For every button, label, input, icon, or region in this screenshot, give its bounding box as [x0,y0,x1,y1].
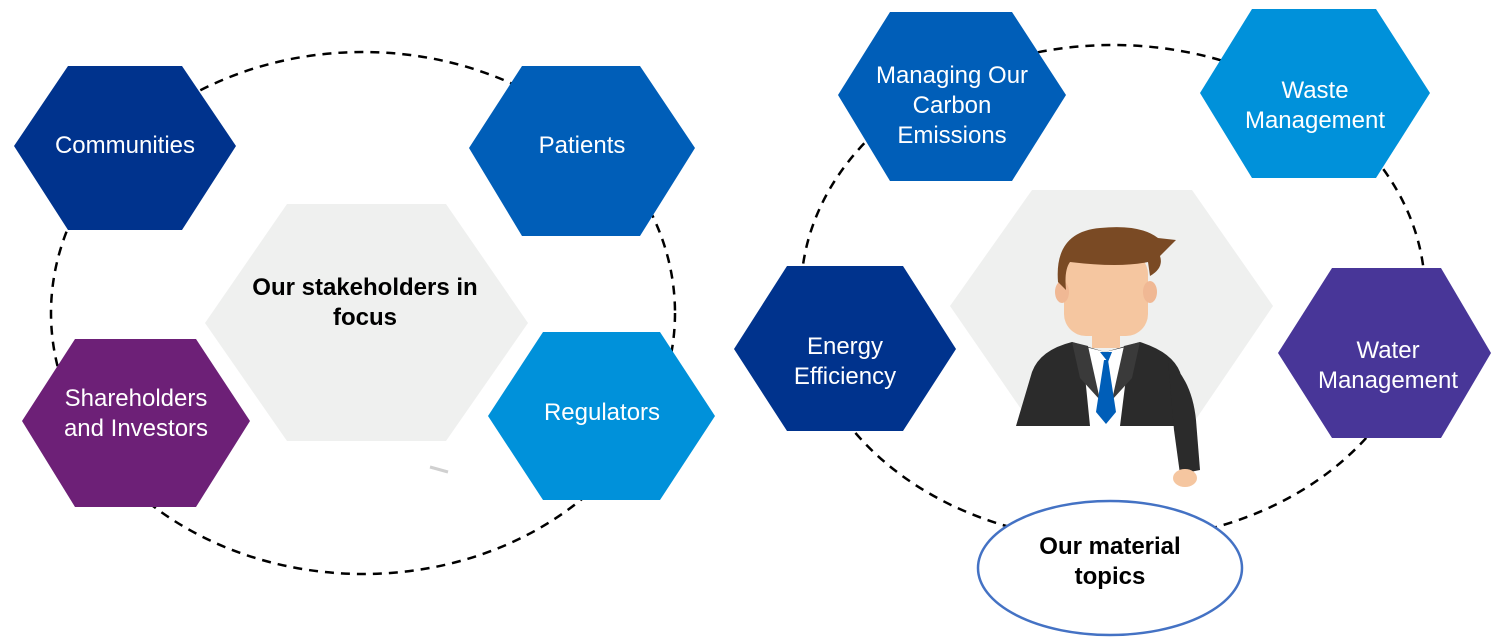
material-topics-center-title: Our material topics [1039,533,1181,590]
topic-hexagon-waste-management [1200,9,1430,178]
material-topics-title-ellipse [976,499,1244,637]
topic-label-water-management: Water Management [1317,337,1459,394]
topic-label-waste-management: Waste Management [1244,77,1386,134]
stakeholder-hexagon-regulators [488,332,715,500]
stakeholder-label-regulators: Regulators [543,399,661,426]
businessman-icon [1016,227,1200,487]
topic-hexagon-carbon-emissions [838,12,1066,181]
stakeholder-label-communities: Communities [54,132,196,159]
stakeholders-center-title: Our stakeholders in focus [252,274,478,331]
stakeholder-hexagon-patients [469,66,695,236]
stakeholder-hexagon-communities [14,66,236,230]
stakeholder-label-shareholders: Shareholders and Investors [63,385,209,442]
stakeholder-label-patients: Patients [538,132,626,159]
decorative-dash [429,465,449,474]
topic-hexagon-water-management [1278,268,1491,438]
topic-label-carbon-emissions: Managing Our Carbon Emissions [875,62,1029,149]
topic-hexagon-energy-efficiency [734,266,956,431]
stakeholders-center-hexagon [205,204,528,441]
topic-label-energy-efficiency: Energy Efficiency [793,333,897,390]
stakeholders-dashed-circle [49,50,677,576]
stakeholder-hexagon-shareholders [22,339,250,507]
